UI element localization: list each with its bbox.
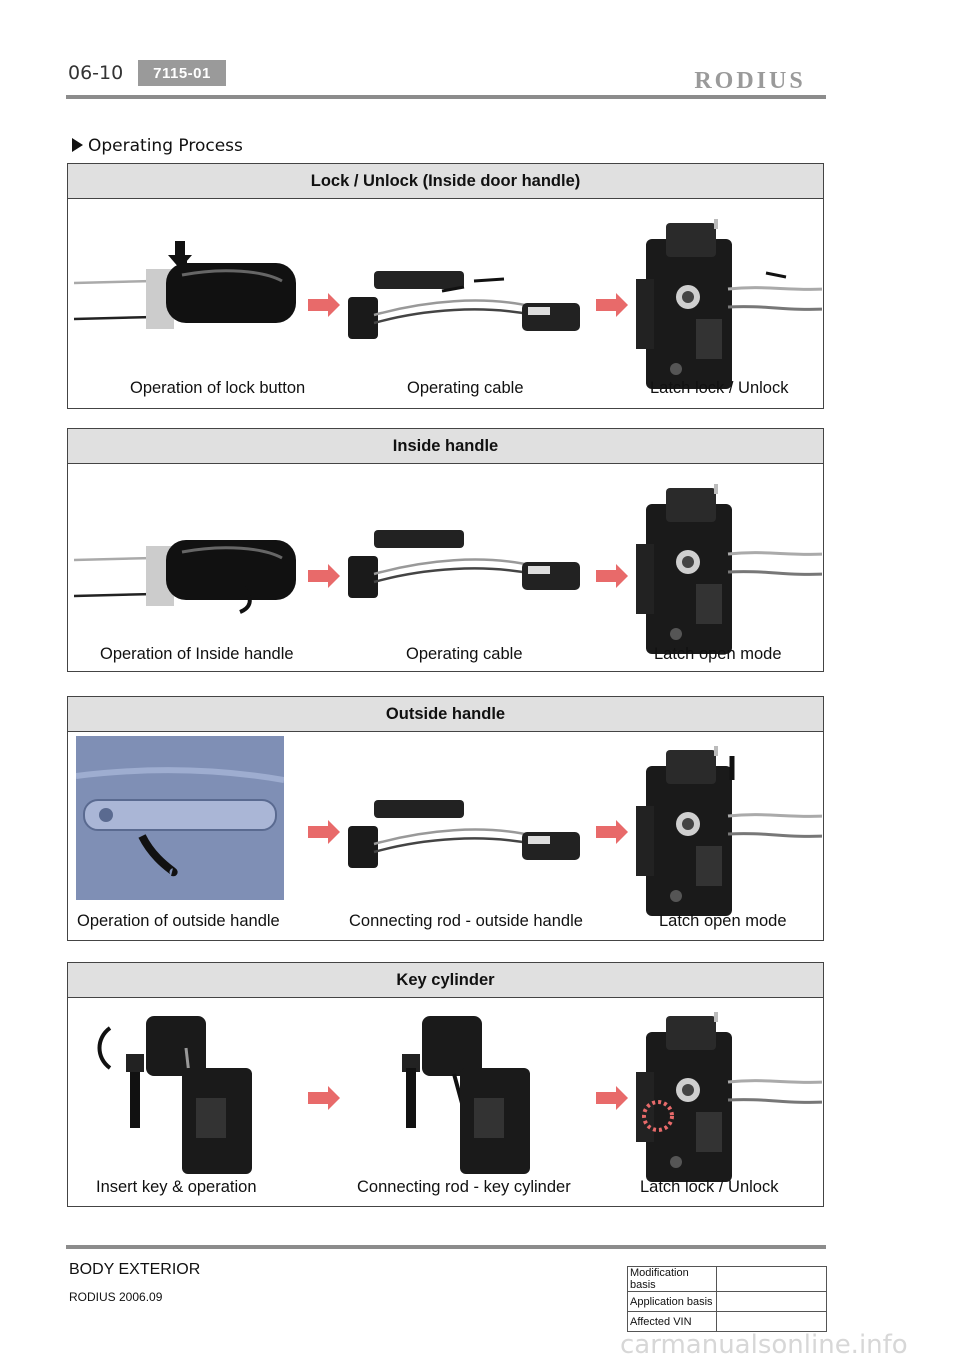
heading-text: Operating Process xyxy=(88,136,243,156)
connecting-rod-outside-photo xyxy=(346,798,582,870)
panel-outside-handle: Outside handle Operation of outside hand… xyxy=(67,696,824,941)
operating-cable-photo xyxy=(346,528,582,600)
caption: Insert key & operation xyxy=(96,1178,257,1196)
panel-key-cylinder: Key cylinder Insert key & operation Conn… xyxy=(67,962,824,1207)
caption: Operating cable xyxy=(407,379,524,397)
rodius-logo: RODIUS xyxy=(694,68,805,92)
key-insert-photo xyxy=(97,1016,252,1174)
flow-arrow-icon xyxy=(596,564,628,588)
caption: Latch lock / Unlock xyxy=(650,379,789,397)
table-cell-value xyxy=(716,1266,827,1292)
panel-inside-handle: Inside handle Operation of Inside handle… xyxy=(67,428,824,672)
flow-arrow-icon xyxy=(308,1086,340,1110)
door-latch-photo xyxy=(636,746,822,916)
footer-version: RODIUS 2006.09 xyxy=(69,1290,163,1304)
caption: Latch lock / Unlock xyxy=(640,1178,779,1196)
table-cell-label: Modification basis xyxy=(627,1266,717,1292)
section-heading: Operating Process xyxy=(72,136,243,156)
caption: Operation of outside handle xyxy=(77,912,280,930)
flow-arrow-icon xyxy=(308,293,340,317)
caption: Operation of lock button xyxy=(130,379,306,397)
caption: Latch open mode xyxy=(659,912,787,930)
inside-handle-photo xyxy=(74,538,298,614)
flow-arrow-icon xyxy=(596,820,628,844)
panel-title: Outside handle xyxy=(68,697,823,732)
operating-cable-photo xyxy=(346,269,582,341)
caption: Connecting rod - key cylinder xyxy=(357,1178,571,1196)
flow-arrow-icon xyxy=(596,1086,628,1110)
caption: Latch open mode xyxy=(654,645,782,663)
outside-handle-photo xyxy=(76,736,284,900)
lock-button-photo xyxy=(74,261,298,331)
table-cell-value xyxy=(716,1291,827,1312)
footer-section-name: BODY EXTERIOR xyxy=(69,1261,201,1278)
flow-arrow-icon xyxy=(308,564,340,588)
section-code-badge: 7115-01 xyxy=(138,60,226,86)
table-row: Affected VIN xyxy=(627,1311,827,1332)
panel-title: Lock / Unlock (Inside door handle) xyxy=(68,164,823,199)
modification-table: Modification basis Application basis Aff… xyxy=(627,1266,827,1332)
lock-button-down-arrow-icon xyxy=(168,241,192,269)
caption: Connecting rod - outside handle xyxy=(349,912,583,930)
connecting-rod-key-photo xyxy=(402,1016,530,1174)
caption: Operation of Inside handle xyxy=(100,645,294,663)
header-rule xyxy=(66,95,826,99)
page-number: 06-10 xyxy=(68,62,124,84)
flow-arrow-icon xyxy=(596,293,628,317)
door-latch-photo xyxy=(636,484,822,654)
door-latch-photo xyxy=(636,1012,822,1182)
watermark: carmanualsonline.info xyxy=(620,1330,908,1360)
footer-rule xyxy=(66,1245,826,1249)
door-latch-photo xyxy=(636,219,822,389)
table-cell-label: Affected VIN xyxy=(627,1311,717,1332)
table-row: Modification basis xyxy=(627,1266,827,1292)
panel-title: Inside handle xyxy=(68,429,823,464)
panel-title: Key cylinder xyxy=(68,963,823,998)
table-cell-label: Application basis xyxy=(627,1291,717,1312)
table-cell-value xyxy=(716,1311,827,1332)
caption: Operating cable xyxy=(406,645,523,663)
table-row: Application basis xyxy=(627,1291,827,1312)
flow-arrow-icon xyxy=(308,820,340,844)
panel-lock-unlock: Lock / Unlock (Inside door handle) Opera… xyxy=(67,163,824,409)
brand-logo-text: RODIUS xyxy=(694,68,805,92)
triangle-bullet-icon xyxy=(72,138,83,152)
